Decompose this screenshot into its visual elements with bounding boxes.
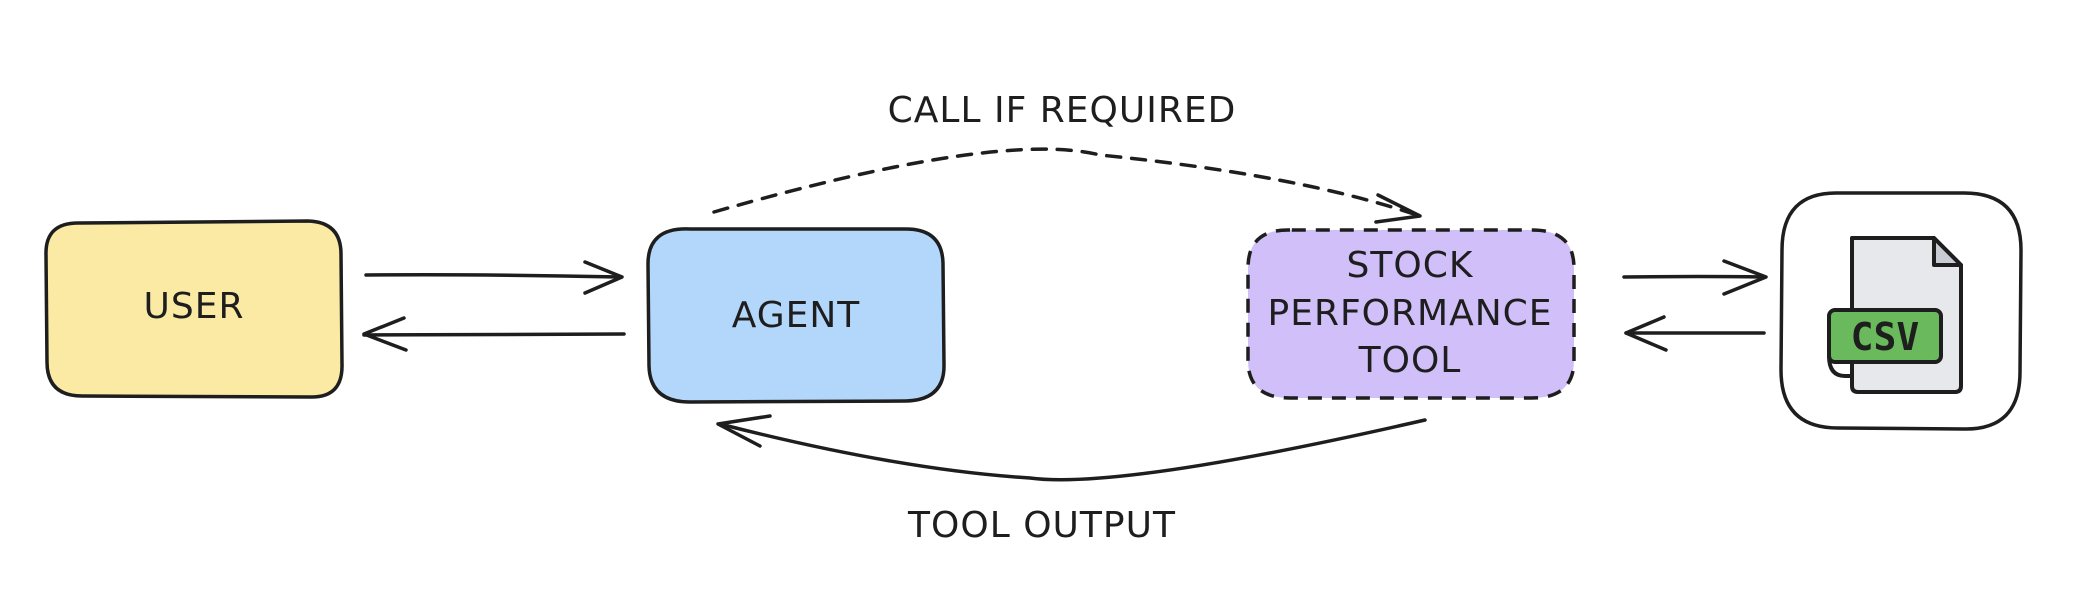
- agent-label: AGENT: [732, 295, 861, 336]
- agent-node[interactable]: AGENT: [646, 227, 946, 404]
- csv-file-icon: CSV: [1827, 236, 1963, 394]
- csv-badge: [1827, 308, 1943, 364]
- tool-label-line-3: TOOL: [1358, 340, 1462, 381]
- tool-label-line-1: STOCK: [1347, 245, 1474, 286]
- call-if-required-label: CALL IF REQUIRED: [888, 90, 1237, 131]
- agent-box: [646, 227, 946, 404]
- arrow-agent-to-user: [362, 316, 626, 352]
- arrow-tool-to-agent-output: [716, 414, 1427, 482]
- csv-badge-curl: [1827, 355, 1852, 378]
- csv-label: CSV: [1851, 315, 1920, 359]
- stock-performance-tool-node[interactable]: STOCK PERFORMANCE TOOL: [1246, 228, 1576, 400]
- file-fold: [1932, 236, 1963, 267]
- csv-node[interactable]: CSV: [1779, 191, 2023, 431]
- arrow-csv-to-tool: [1624, 315, 1766, 352]
- user-node[interactable]: USER: [44, 219, 344, 399]
- arrow-user-to-agent: [364, 260, 624, 295]
- arrow-agent-to-tool-call: [712, 147, 1422, 224]
- user-box: [44, 219, 344, 399]
- arrow-tool-to-csv: [1622, 259, 1768, 296]
- tool-box: [1246, 228, 1576, 400]
- tool-output-label: TOOL OUTPUT: [907, 505, 1176, 546]
- user-label: USER: [144, 286, 245, 327]
- tool-label-line-2: PERFORMANCE: [1267, 293, 1552, 334]
